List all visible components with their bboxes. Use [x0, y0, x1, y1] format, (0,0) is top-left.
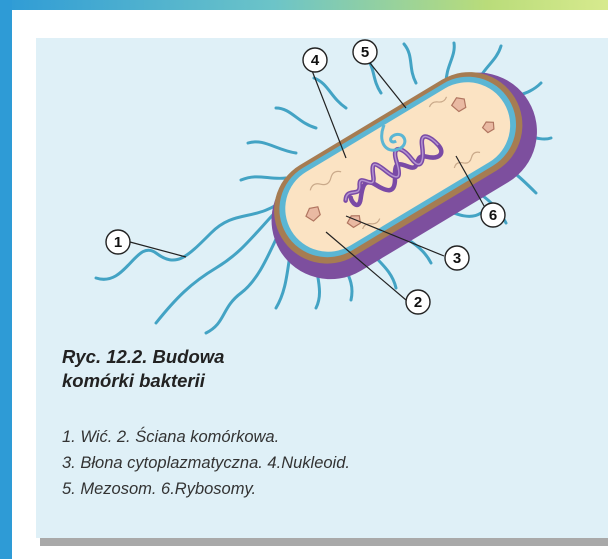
flagellum	[248, 142, 296, 153]
callout-3: 3	[445, 246, 469, 270]
callout-2: 2	[406, 290, 430, 314]
figure-caption-title: Ryc. 12.2. Budowa komórki bakterii	[62, 345, 322, 393]
svg-text:6: 6	[489, 207, 497, 224]
panel-shadow	[40, 538, 608, 546]
caption-title-line-1: Ryc. 12.2. Budowa	[62, 345, 322, 369]
bacterium-diagram: 1 2 3 4 5 6	[36, 38, 608, 358]
legend-line-1: 1. Wić. 2. Ściana komórkowa.	[62, 428, 279, 447]
top-accent-bar	[0, 0, 608, 10]
flagellum	[314, 78, 346, 108]
callout-1: 1	[106, 230, 130, 254]
caption-title-line-2: komórki bakterii	[62, 369, 322, 393]
legend-line-3: 5. Mezosom. 6.Rybosomy.	[62, 480, 256, 499]
flagellum	[241, 177, 286, 180]
flagellum	[404, 44, 416, 83]
legend-line-2: 3. Błona cytoplazmatyczna. 4.Nukleoid.	[62, 454, 350, 473]
svg-text:2: 2	[414, 294, 422, 311]
svg-text:3: 3	[453, 250, 461, 267]
callout-4: 4	[303, 48, 327, 72]
flagellum	[276, 108, 316, 128]
callout-5: 5	[353, 40, 377, 64]
svg-text:5: 5	[361, 44, 369, 61]
svg-text:1: 1	[114, 234, 122, 251]
callout-6: 6	[481, 203, 505, 227]
left-accent-bar	[0, 0, 12, 559]
svg-text:4: 4	[311, 52, 320, 69]
